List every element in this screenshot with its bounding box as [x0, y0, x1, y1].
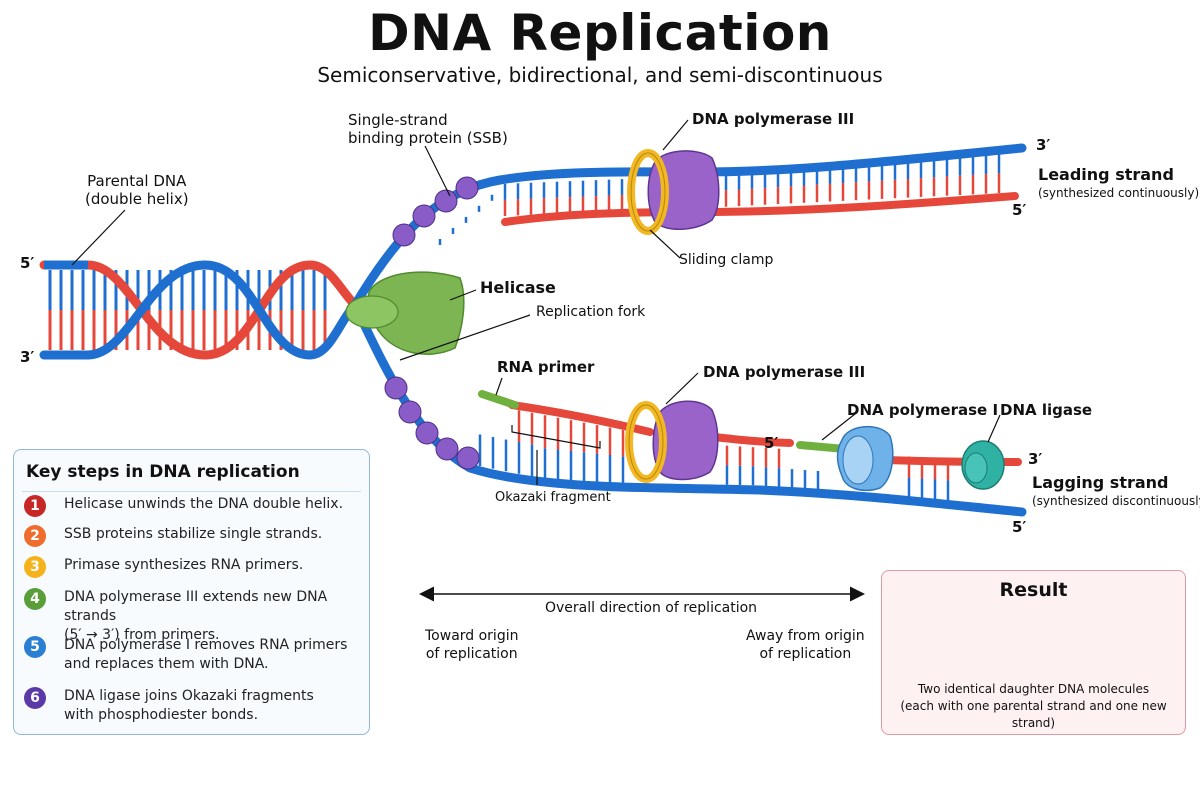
ssb-proteins-top [392, 176, 479, 247]
step-item: 3 Primase synthesizes RNA primers. [24, 556, 303, 578]
key-steps-title: Key steps in DNA replication [26, 462, 300, 482]
pol1-label: DNA polymerase I [847, 401, 999, 419]
step-item: 1 Helicase unwinds the DNA double helix. [24, 495, 343, 517]
away-origin-label: Away from origin of replication [746, 628, 865, 662]
step-number-badge: 5 [24, 636, 46, 658]
ssb-label: Single-strand binding protein (SSB) [348, 111, 508, 147]
page-subtitle: Semiconservative, bidirectional, and sem… [317, 63, 883, 87]
key-steps-panel: Key steps in DNA replication 1 Helicase … [13, 449, 370, 735]
page-title: DNA Replication [368, 4, 832, 62]
step-number-badge: 4 [24, 588, 46, 610]
okazaki-bracket [511, 425, 601, 449]
parental-dna-label: Parental DNA (double helix) [85, 172, 189, 208]
pol1-enzyme [836, 425, 894, 492]
step-number-badge: 1 [24, 495, 46, 517]
result-panel: Result Two identical daughter DNA molecu… [881, 570, 1186, 735]
lagging-strand-label: Lagging strand (synthesized discontinuou… [1032, 473, 1200, 509]
pol3-bottom-complex [625, 400, 719, 483]
result-caption: Two identical daughter DNA molecules (ea… [900, 682, 1167, 730]
rna-primer-2 [796, 441, 849, 453]
parental-3-prime: 3′ [20, 348, 35, 366]
ligase-label: DNA ligase [1000, 401, 1093, 419]
result-title: Result [999, 579, 1068, 601]
rna-primer-label: RNA primer [497, 358, 595, 376]
pol3-bottom-label: DNA polymerase III [703, 363, 866, 381]
lagging-3-prime: 3′ [1028, 450, 1043, 468]
leading-new-strand [501, 192, 1019, 226]
leading-strand-label: Leading strand (synthesized continuously… [1038, 165, 1200, 201]
fragment-5-prime: 5′ [764, 434, 779, 452]
helicase-label: Helicase [480, 278, 556, 297]
lagging-5-prime: 5′ [1012, 518, 1027, 536]
okazaki-fragment-label: Okazaki fragment [495, 490, 611, 505]
leader-lines [71, 119, 1001, 485]
lagging-base-pairs [478, 410, 950, 502]
leading-base-pairs [438, 153, 1001, 245]
leading-3-prime: 3′ [1036, 136, 1051, 154]
sliding-clamp-label: Sliding clamp [679, 252, 774, 268]
parental-red-strand [39, 260, 360, 360]
helicase-enzyme [345, 271, 465, 355]
pol3-top-complex [627, 149, 720, 235]
replication-fork-label: Replication fork [536, 304, 646, 320]
step-item: 4 DNA polymerase III extends new DNA str… [24, 588, 369, 645]
parental-helix [39, 260, 360, 360]
step-number-badge: 3 [24, 556, 46, 578]
direction-label: Overall direction of replication [545, 600, 758, 616]
ligase-enzyme [961, 440, 1005, 490]
parental-blue-strand [39, 260, 360, 360]
toward-origin-label: Toward origin of replication [425, 628, 519, 662]
rna-primer-1 [478, 390, 519, 409]
ssb-proteins-bottom [384, 376, 480, 470]
step-number-badge: 2 [24, 525, 46, 547]
step-number-badge: 6 [24, 687, 46, 709]
divider [22, 491, 361, 492]
step-item: 2 SSB proteins stabilize single strands. [24, 525, 322, 547]
parental-5-prime: 5′ [20, 254, 35, 272]
pol3-top-label: DNA polymerase III [692, 110, 855, 128]
leading-5-prime: 5′ [1012, 201, 1027, 219]
